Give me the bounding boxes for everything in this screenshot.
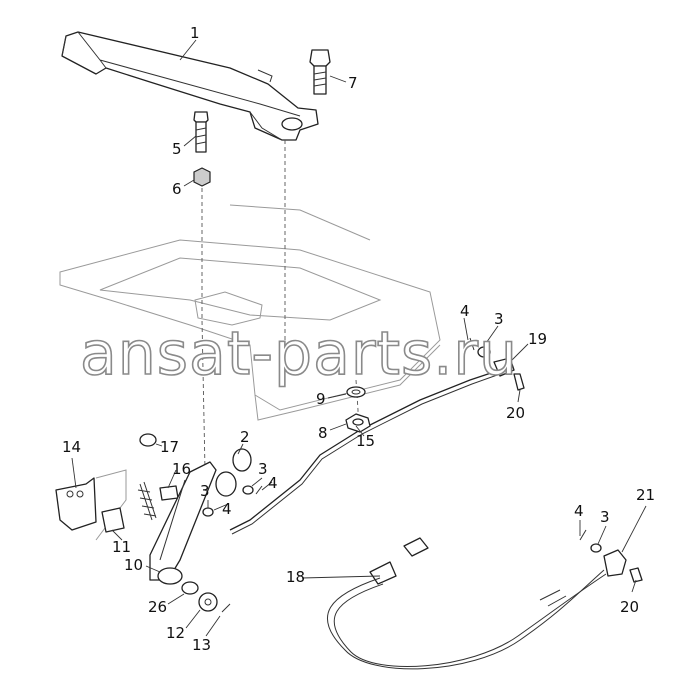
callout-20-bottom: 20 [620,598,639,616]
callout-14: 14 [62,438,81,456]
callout-3-right: 3 [600,508,610,526]
pedal [61,31,319,141]
floor-panel [59,204,441,421]
callout-4-mid: 4 [268,474,278,492]
callout-1: 1 [190,24,200,42]
callout-20-top: 20 [506,404,525,422]
callout-19: 19 [528,330,547,348]
callout-9: 9 [316,390,326,408]
callout-26: 26 [148,598,167,616]
callout-11: 11 [112,538,131,556]
assembly-lines [201,140,359,471]
washer-9 [346,386,366,398]
callout-3-top: 3 [494,310,504,328]
callout-4-top: 4 [460,302,470,320]
control-rod-15 [229,369,501,535]
cable-18 [326,537,607,670]
small-parts-left [202,485,263,613]
nut-6 [193,167,211,187]
callout-12: 12 [166,624,185,642]
callout-4-left: 4 [222,500,232,518]
spring-assembly [101,433,179,533]
callout-18: 18 [286,568,305,586]
callout-13: 13 [192,636,211,654]
callout-6: 6 [172,180,182,198]
callout-2: 2 [240,428,250,446]
lever-10 [149,448,252,595]
callout-16: 16 [172,460,191,478]
callout-10: 10 [124,556,143,574]
callout-7: 7 [348,74,358,92]
fitting-21 [579,529,643,583]
watermark: ansat-parts.ru [80,319,518,389]
bolt-7 [309,49,331,95]
bolt-5 [193,111,209,153]
callout-3-left: 3 [200,482,210,500]
washer-12 [198,592,218,612]
callout-17: 17 [160,438,179,456]
callout-5: 5 [172,140,182,158]
linkage-19 [467,337,525,391]
nut-8 [345,413,371,433]
callout-15: 15 [356,432,375,450]
callout-4-right: 4 [574,502,584,520]
callout-numbers: 1 7 5 6 4 3 19 9 20 8 15 14 17 16 2 3 4 … [62,24,655,654]
callout-8: 8 [318,424,328,442]
callout-3-mid: 3 [258,460,268,478]
callout-21: 21 [636,486,655,504]
leader-lines [71,39,647,637]
